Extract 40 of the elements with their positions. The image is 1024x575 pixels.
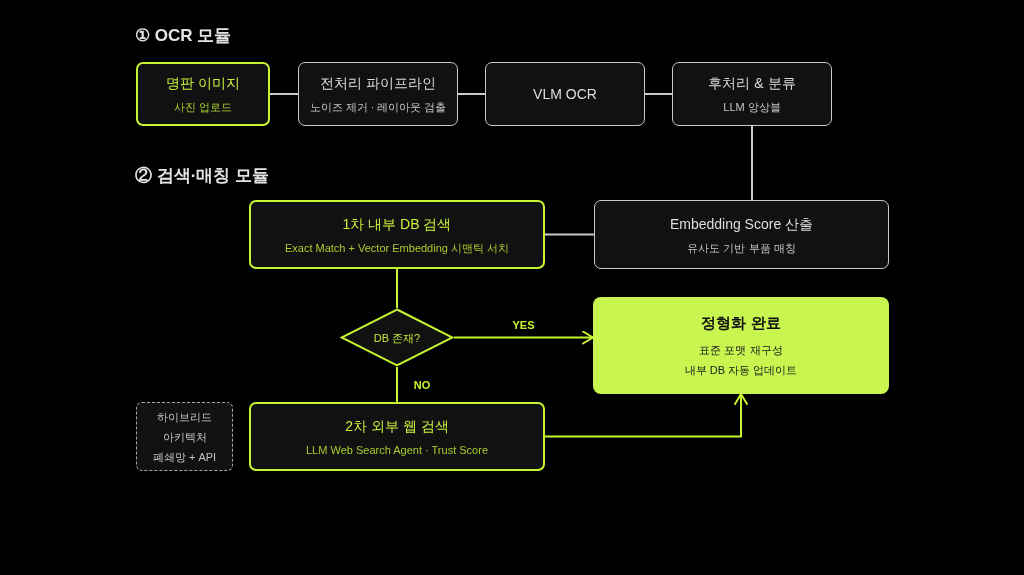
note-box bbox=[136, 402, 233, 471]
node-title: 후처리 & 분류 bbox=[708, 74, 796, 92]
node-subtitle: LLM 앙상블 bbox=[723, 100, 781, 114]
connector-line bbox=[644, 93, 673, 95]
process-box bbox=[249, 402, 545, 471]
node-subtitle: LLM Web Search Agent · Trust Score bbox=[306, 442, 488, 457]
node-subtitle: 노이즈 제거 · 레이아웃 검출 bbox=[309, 100, 447, 114]
node-subtitle: 유사도 기반 부품 매칭 bbox=[687, 240, 796, 255]
process-box bbox=[485, 62, 645, 126]
node-title: 명판 이미지 bbox=[166, 74, 240, 92]
process-box bbox=[136, 62, 270, 126]
node-subtitle: 내부 DB 자동 업데이트 bbox=[684, 363, 798, 378]
section-heading: ① OCR 모듈 bbox=[135, 25, 232, 47]
connector-line bbox=[269, 93, 299, 95]
node-title: VLM OCR bbox=[533, 85, 597, 103]
node-title: 2차 외부 웹 검색 bbox=[345, 416, 449, 435]
section-heading: ② 검색·매칭 모듈 bbox=[135, 165, 270, 187]
process-box bbox=[298, 62, 458, 126]
node-subtitle: Exact Match + Vector Embedding 시맨틱 서치 bbox=[284, 240, 510, 255]
connector-line bbox=[457, 93, 486, 95]
connector-line bbox=[544, 233, 595, 236]
process-box bbox=[249, 200, 545, 269]
node-title: 전처리 파이프라인 bbox=[320, 74, 436, 92]
node-title: DB 존재? bbox=[373, 330, 421, 345]
node-title: 정형화 완료 bbox=[701, 313, 781, 332]
node-title: 하이브리드 아키텍처 bbox=[156, 409, 213, 445]
connector-line bbox=[396, 268, 398, 309]
arrow bbox=[544, 393, 748, 438]
node-subtitle: 폐쇄망 + API bbox=[152, 449, 217, 465]
decision-diamond bbox=[340, 308, 454, 367]
process-box bbox=[672, 62, 832, 126]
node-subtitle: 사진 업로드 bbox=[173, 100, 233, 114]
node-subtitle: 표준 포맷 재구성 bbox=[699, 343, 783, 358]
node-title: Embedding Score 산출 bbox=[669, 214, 814, 233]
arrow bbox=[453, 330, 594, 345]
result-box bbox=[593, 297, 889, 394]
connector-line bbox=[751, 125, 753, 201]
node-title: 1차 내부 DB 검색 bbox=[342, 214, 452, 233]
process-box bbox=[594, 200, 889, 269]
connector-line bbox=[396, 366, 398, 403]
